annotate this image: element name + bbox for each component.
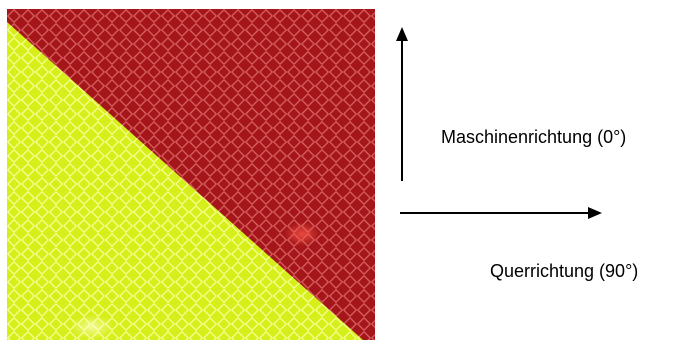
cross-direction-label: Querrichtung (90°) (490, 261, 639, 281)
yellow-region (7, 22, 363, 340)
red-glare (284, 222, 320, 246)
machine-direction-arrow (396, 27, 408, 181)
machine-direction-label: Maschinenrichtung (0°) (441, 127, 627, 147)
cross-direction-arrow (400, 207, 602, 219)
yellow-glare (70, 315, 114, 339)
reflective-sheeting-photo (7, 9, 375, 340)
